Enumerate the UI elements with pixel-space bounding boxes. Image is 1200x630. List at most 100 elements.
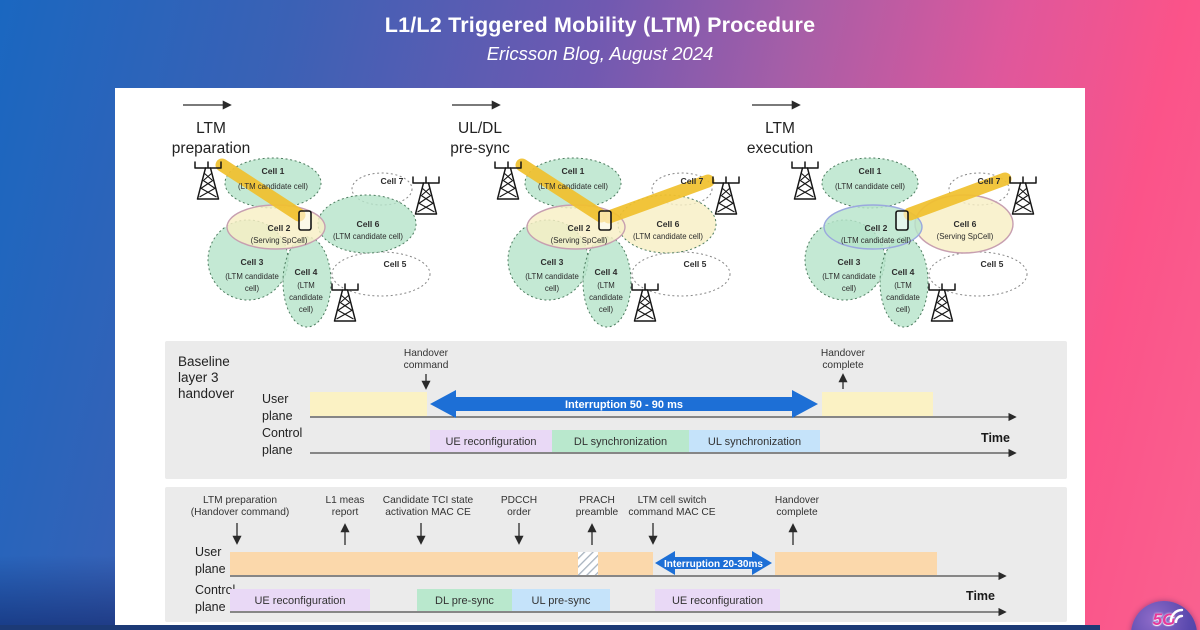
cell-6-label: Cell 6 <box>954 219 977 229</box>
control-plane-label: Control <box>262 426 302 440</box>
baseline-handover-panel: Baseline layer 3 handover User plane Con… <box>165 341 1067 479</box>
header: L1/L2 Triggered Mobility (LTM) Procedure… <box>0 13 1200 65</box>
prach-burst-hatch <box>578 552 598 575</box>
handover-complete-label: complete <box>822 360 864 371</box>
cell-4-label: Cell 4 <box>595 267 618 277</box>
cell-tower-icon <box>712 176 740 215</box>
cell-tower-icon <box>791 161 819 200</box>
cell-3-sublabel: (LTM candidate <box>822 272 876 281</box>
handover-command-label: command <box>404 360 449 371</box>
cell-3-label: Cell 3 <box>541 257 564 267</box>
cell-4-sublabel: candidate <box>289 293 323 302</box>
annotation-ltm-cell-switch: LTM cell switch <box>638 495 707 506</box>
radio-beam <box>602 174 715 224</box>
cell-4-label: Cell 4 <box>295 267 318 277</box>
control-plane-label: plane <box>195 600 226 614</box>
cell-2-label: Cell 2 <box>268 223 291 233</box>
user-plane-activity-bar <box>822 392 933 416</box>
signal-waves-icon <box>1169 608 1184 623</box>
cell-tower-icon <box>631 283 659 322</box>
panel-title: Baseline <box>178 354 230 369</box>
annotation-pdcch-order: order <box>507 507 531 518</box>
phase-label: UL/DL <box>458 120 502 137</box>
cell-3-sublabel: cell) <box>245 284 260 293</box>
annotation-handover-complete: complete <box>776 507 818 518</box>
user-plane-label: plane <box>195 562 226 576</box>
control-plane-label: plane <box>262 443 293 457</box>
ul-presync-box <box>512 589 610 611</box>
cell-4-sublabel: cell) <box>896 305 911 314</box>
cell-1-ellipse <box>524 157 622 209</box>
cell-3-label: Cell 3 <box>838 257 861 267</box>
ltm-timeline-panel: LTM preparation (Handover command) L1 me… <box>165 487 1067 622</box>
ue-phone-icon <box>895 210 909 231</box>
cell-1-label: Cell 1 <box>562 166 585 176</box>
ue-phone-icon <box>298 210 312 231</box>
cell-4-sublabel: (LTM <box>894 281 912 290</box>
cell-1-ellipse <box>224 157 322 209</box>
cell-6-sublabel: (LTM candidate cell) <box>333 232 403 241</box>
panel-title: layer 3 <box>178 370 219 385</box>
panel-title: handover <box>178 386 235 401</box>
cluster-diagram-ltm-execution: LTM execution Cell 1 (LTM candidate cell… <box>747 100 1037 328</box>
cell-1-label: Cell 1 <box>262 166 285 176</box>
annotation-handover-complete: Handover <box>775 495 820 506</box>
radio-beam <box>903 172 1012 221</box>
cell-2-label: Cell 2 <box>865 223 888 233</box>
user-plane-activity-bar <box>310 392 427 416</box>
page-title: L1/L2 Triggered Mobility (LTM) Procedure <box>384 13 816 37</box>
cell-3-sublabel: cell) <box>545 284 560 293</box>
cell-1-label: Cell 1 <box>859 166 882 176</box>
phase-label: pre-sync <box>450 140 510 157</box>
radio-beam <box>215 158 306 222</box>
cell-3-sublabel: cell) <box>842 284 857 293</box>
cell-4-sublabel: (LTM <box>297 281 315 290</box>
radio-beam <box>515 158 608 223</box>
bottom-left-shade <box>0 555 118 630</box>
cell-5-ellipse <box>928 251 1028 297</box>
box-label: DL synchronization <box>574 436 667 448</box>
box-label: DL pre-sync <box>435 595 494 607</box>
cell-tower-icon <box>1009 176 1037 215</box>
annotation-ltm-cell-switch: command MAC CE <box>628 507 715 518</box>
dl-synchronization-box <box>552 430 689 452</box>
annotation-candidate-tci: Candidate TCI state <box>383 495 474 506</box>
ue-reconfiguration-box <box>430 430 552 452</box>
user-plane-label: plane <box>262 409 293 423</box>
cell-7-label: Cell 7 <box>381 176 404 186</box>
cell-7-label: Cell 7 <box>681 176 704 186</box>
handover-complete-label: Handover <box>821 348 866 359</box>
dl-presync-box <box>417 589 512 611</box>
ul-synchronization-box <box>689 430 820 452</box>
cell-6-sublabel: (Serving SpCell) <box>937 232 994 241</box>
cell-6-label: Cell 6 <box>357 219 380 229</box>
cell-3-sublabel: (LTM candidate <box>225 272 279 281</box>
interruption-arrow <box>430 390 818 418</box>
user-plane-label: User <box>195 545 221 559</box>
cell-4-sublabel: candidate <box>886 293 920 302</box>
cell-3-label: Cell 3 <box>241 257 264 267</box>
logo-5g: 5G <box>1131 601 1197 630</box>
cell-2-sublabel: (Serving SpCell) <box>551 236 608 245</box>
cell-2-label: Cell 2 <box>568 223 591 233</box>
cell-5-label: Cell 5 <box>981 259 1004 269</box>
content-card: LTM preparation Cell 1 (LTM candidate ce… <box>115 88 1085 630</box>
cell-tower-icon <box>331 283 359 322</box>
cell-4-sublabel: candidate <box>589 293 623 302</box>
handover-command-label: Handover <box>404 348 449 359</box>
user-plane-activity-bar <box>598 552 653 575</box>
cell-1-sublabel: (LTM candidate cell) <box>538 182 608 191</box>
cluster-diagram-uldl-presync: UL/DL pre-sync Cell 1 (LTM candidate cel… <box>450 100 740 328</box>
cell-5-ellipse <box>631 251 731 297</box>
bottom-bar <box>0 625 1100 630</box>
ue-reconfiguration-box <box>655 589 780 611</box>
annotation-prach-preamble: preamble <box>576 507 619 518</box>
cluster-diagram-ltm-preparation: LTM preparation Cell 1 (LTM candidate ce… <box>172 100 440 328</box>
interruption-label: Interruption 50 - 90 ms <box>565 399 683 411</box>
ue-phone-icon <box>598 210 612 231</box>
cell-5-ellipse <box>331 251 431 297</box>
cell-6-label: Cell 6 <box>657 219 680 229</box>
box-label: UE reconfiguration <box>445 436 536 448</box>
cell-1-ellipse <box>821 157 919 209</box>
